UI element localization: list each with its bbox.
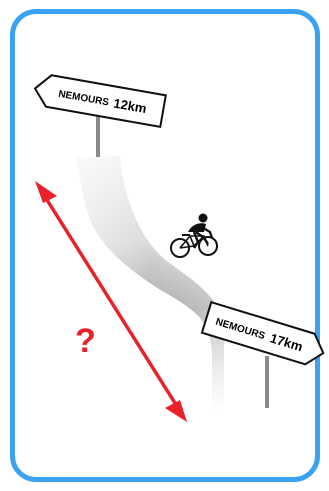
- question-mark: ?: [75, 322, 96, 360]
- sign-pole-top: [96, 112, 100, 160]
- road: [76, 156, 224, 410]
- sign-top: NEMOURS 12km: [33, 74, 167, 129]
- sign-top-distance: 12km: [112, 96, 147, 117]
- sign-pole-bottom: [265, 356, 269, 408]
- double-headed-arrow-icon: [35, 181, 187, 422]
- sign-bottom: NEMOURS 17km: [200, 300, 325, 366]
- cyclist-icon: [170, 213, 218, 258]
